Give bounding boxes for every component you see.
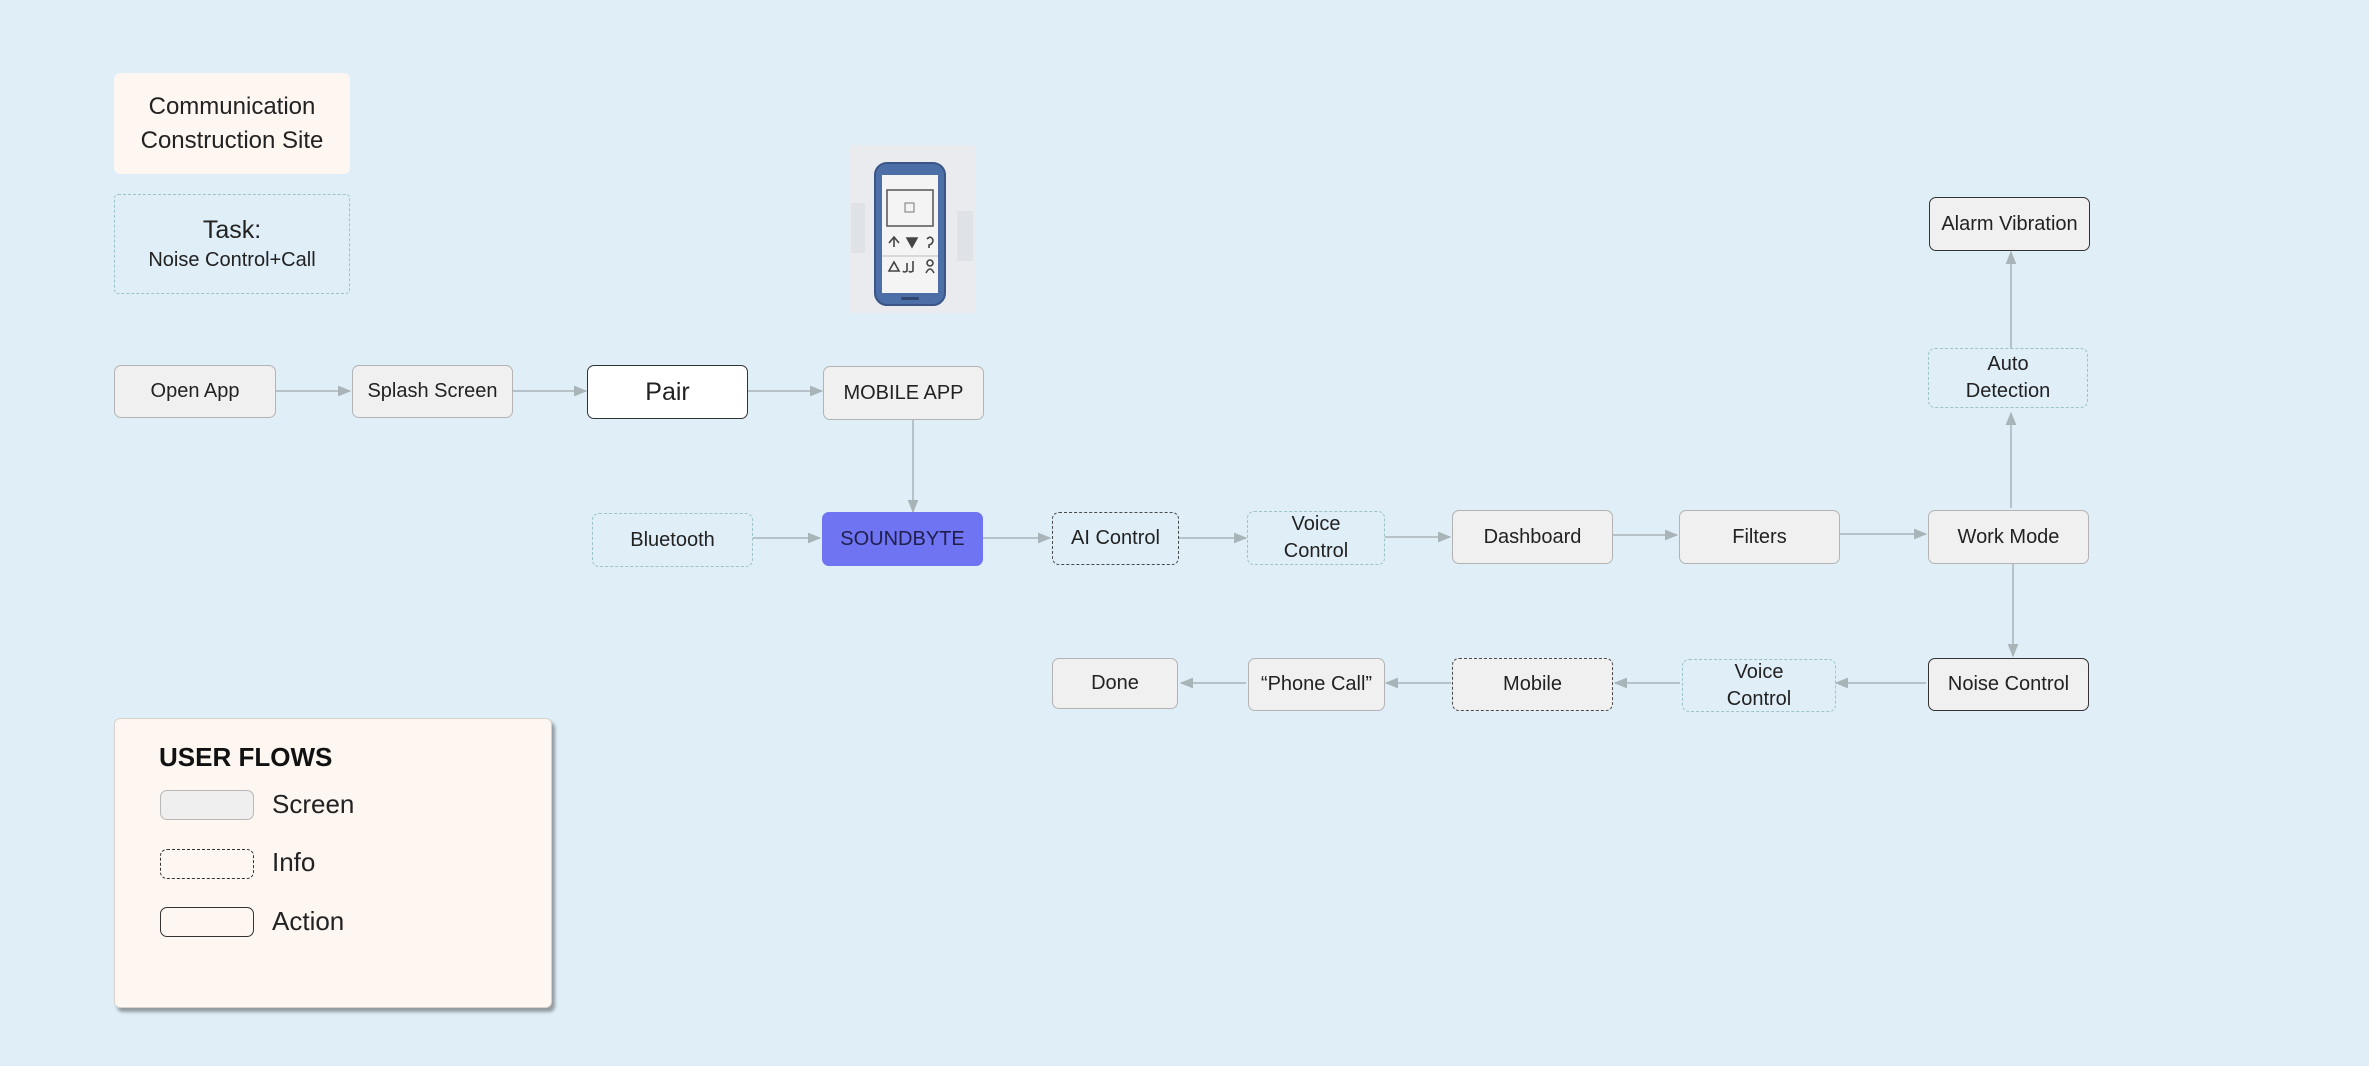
- node-soundbyte[interactable]: SOUNDBYTE: [822, 512, 983, 566]
- node-splash-screen-label: Splash Screen: [367, 380, 498, 402]
- node-phone-call-label: “Phone Call”: [1260, 673, 1373, 695]
- legend-panel: USER FLOWS Screen Info Action: [114, 718, 552, 1008]
- legend-title: USER FLOWS: [159, 742, 333, 772]
- node-voice-control-1-line2: Control: [1283, 540, 1349, 562]
- node-work-mode[interactable]: Work Mode: [1928, 510, 2089, 564]
- node-voice-control-1-line1: Voice: [1291, 513, 1341, 535]
- task-value: Noise Control+Call: [148, 249, 316, 271]
- node-dashboard-label: Dashboard: [1483, 525, 1582, 548]
- legend-label-action: Action: [272, 906, 345, 936]
- legend-swatch-info: [160, 849, 254, 879]
- node-auto-detection-line1: Auto: [1987, 353, 2029, 375]
- node-mobile-app-label: MOBILE APP: [843, 381, 964, 404]
- node-voice-control-2-line1: Voice: [1734, 660, 1784, 683]
- node-alarm-vibration[interactable]: Alarm Vibration: [1929, 197, 2090, 251]
- node-splash-screen[interactable]: Splash Screen: [352, 365, 513, 418]
- node-bluetooth[interactable]: Bluetooth: [592, 513, 753, 567]
- node-ai-control-label: AI Control: [1071, 527, 1160, 549]
- node-phone-call[interactable]: “Phone Call”: [1248, 658, 1385, 711]
- task-card: Task: Noise Control+Call: [114, 194, 350, 294]
- project-title-line1: Communication: [148, 92, 316, 120]
- node-dashboard[interactable]: Dashboard: [1452, 510, 1613, 564]
- node-bluetooth-label: Bluetooth: [630, 528, 715, 551]
- node-pair[interactable]: Pair: [587, 365, 748, 419]
- node-done-label: Done: [1091, 672, 1139, 694]
- legend-swatch-action: [160, 907, 254, 937]
- node-alarm-vibration-label: Alarm Vibration: [1941, 212, 2078, 235]
- node-open-app[interactable]: Open App: [114, 365, 276, 418]
- node-mobile-label: Mobile: [1503, 673, 1562, 695]
- node-ai-control[interactable]: AI Control: [1052, 512, 1179, 565]
- node-voice-control-2[interactable]: Voice Control: [1682, 659, 1836, 712]
- node-voice-control-2-line2: Control: [1726, 687, 1792, 710]
- legend-label-info: Info: [272, 847, 316, 877]
- node-noise-control[interactable]: Noise Control: [1928, 658, 2089, 711]
- task-label: Task:: [202, 216, 262, 244]
- node-auto-detection-line2: Detection: [1965, 380, 2051, 402]
- node-noise-control-label: Noise Control: [1947, 673, 2070, 695]
- node-filters[interactable]: Filters: [1679, 510, 1840, 564]
- node-soundbyte-label: SOUNDBYTE: [840, 527, 965, 550]
- project-title-line2: Construction Site: [140, 126, 324, 154]
- legend-swatch-screen: [160, 790, 254, 820]
- node-mobile[interactable]: Mobile: [1452, 658, 1613, 711]
- node-auto-detection[interactable]: Auto Detection: [1928, 348, 2088, 408]
- node-mobile-app[interactable]: MOBILE APP: [823, 366, 984, 420]
- node-voice-control-1[interactable]: Voice Control: [1247, 511, 1385, 565]
- node-open-app-label: Open App: [150, 380, 240, 402]
- project-title-card: Communication Construction Site: [114, 73, 350, 174]
- node-work-mode-label: Work Mode: [1957, 525, 2060, 548]
- phone-prototype-image: [849, 145, 975, 313]
- node-filters-label: Filters: [1732, 525, 1787, 548]
- legend-label-screen: Screen: [272, 789, 355, 819]
- node-done[interactable]: Done: [1052, 658, 1178, 709]
- node-pair-label: Pair: [645, 377, 690, 406]
